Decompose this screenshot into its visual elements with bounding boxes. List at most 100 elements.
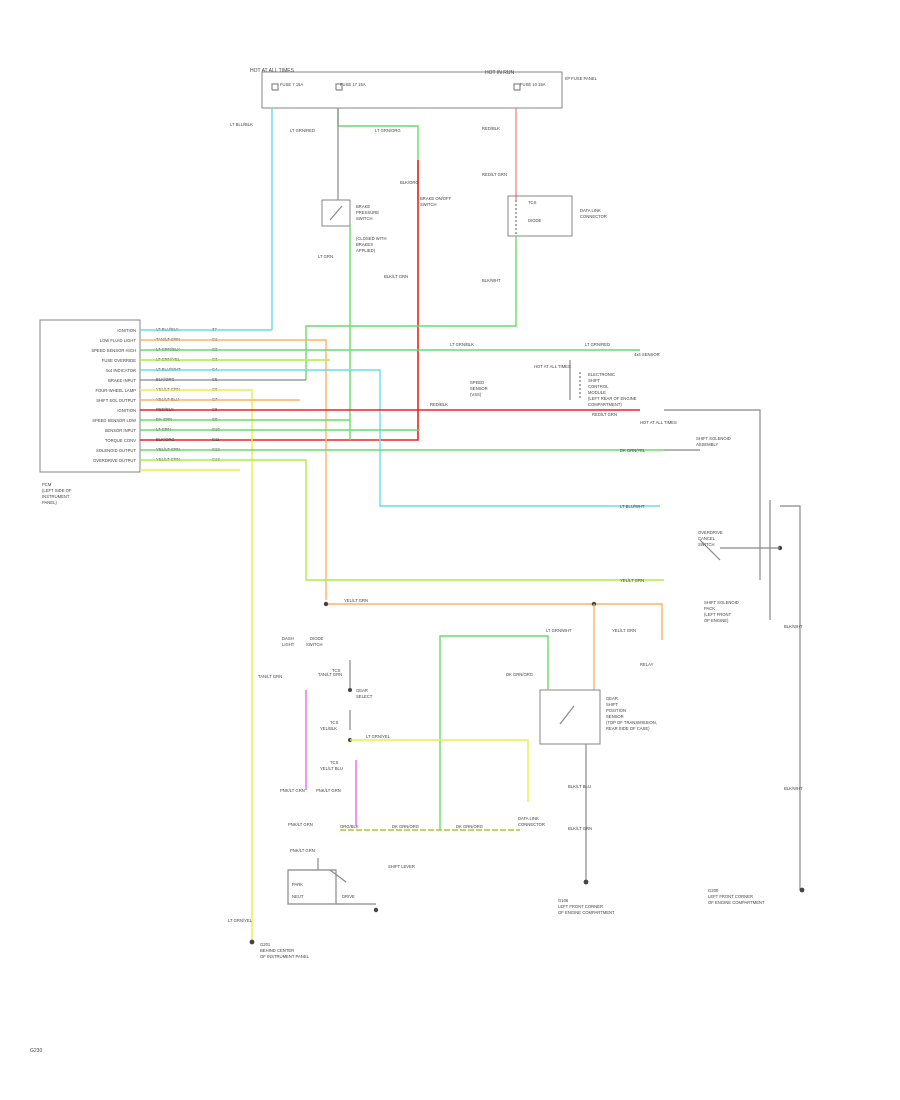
data-link-l1: DATA LINK [580,208,601,213]
sol-pack-l1: SHIFT SOLENOID [704,600,739,605]
pcm-pin-name: IGNITION [117,408,136,413]
brake-on-off-l1: BRAKE ON/OFF [420,196,452,201]
pcm-pin-name: SOLENOID OUTPUT [96,448,136,453]
sol-pack-l4: OF ENGINE) [704,618,729,623]
label-blk-lt-grn: BLK/LT GRN [384,274,408,279]
g106-l1: G106 [558,898,569,903]
esc-l5: (LEFT REAR OF ENGINE [588,396,637,401]
sol-pack-l3: (LEFT FRONT [704,612,732,617]
diode-l2: DIODE [528,218,541,223]
ground-run-right [780,505,801,890]
relay-gray-run [664,409,761,580]
gear-l3: POSITION [606,708,626,713]
label-blk-lt-blu-2: BLK/LT GRN [568,826,592,831]
label-lt-blu-blk: LT BLU/BLK [230,122,253,127]
hot-label-1: HOT AT ALL TIMES [534,364,571,369]
wire-red-trunk [140,160,419,441]
ground-g201-node [249,939,255,945]
pcm-pin-name: SPEED SENSOR HIGH [91,348,136,353]
label-4x4-relay: RELAY [640,662,654,667]
label-lt-grn-org: LT GRN/ORG [375,128,401,133]
diode-box [507,195,573,237]
esc-l4: MODULE [588,390,606,395]
label-dk-grn-org: DK GRN/ORG [506,672,533,677]
label-dk-grn-org-3: DK GRN/ORG [456,824,483,829]
esc-l1: ELECTRONIC [588,372,615,377]
data-link-b-l2: CONNECTOR [518,822,545,827]
pcm-pin-name: IGNITION [117,328,136,333]
label-lt-grn-wht: LT GRN/WHT [546,628,572,633]
label-pnk-lt-grn: PNK/LT GRN [280,788,305,793]
label-yel-lt-grn: YEL/LT GRN [620,578,644,583]
gs-neut: NEUT [292,894,304,899]
label-tcs-2: TCS [330,720,339,725]
label-dk-grn-yel: DK GRN/YEL [620,448,646,453]
od-cancel-l2: CANCEL [698,536,716,541]
shift-lever-l1: SHIFT LEVER [388,864,415,869]
label-yel-blk: YEL/BLK [320,726,337,731]
fuse-panel-title: HOT AT ALL TIMES [250,68,295,74]
label-blk-lt-blu: BLK/LT BLU [568,784,591,789]
shift-sol-l1: SHIFT SOLENOID [696,436,731,441]
pcm-pin-name: FUSE OVERRIDE [102,358,136,363]
fuse-1: FUSE 7 15A [280,82,303,87]
pcm-pin-name: SPEED SENSOR LOW [92,418,136,423]
label-blk-org: BLK/ORG [400,180,419,185]
label-blk-wht-2: BLK/WHT [784,624,803,629]
pcm-pin-name: SENSOR INPUT [105,428,137,433]
sol-pack-l2: PACK [704,606,715,611]
pcm-label-l3: INSTRUMENT [42,494,70,499]
brake-switch-box [321,199,351,227]
od-switch-icon [699,539,721,561]
label-dk-grn-org-2: DK GRN/ORG [392,824,419,829]
gs-park: PARK [292,882,303,887]
dash-l1: DASH [282,636,294,641]
label-lt-grn-red: LT GRN/RED [290,128,315,133]
g201-l1: G201 [260,942,271,947]
pcm-pin-name: 4x4 INDICATOR [105,368,136,373]
gear-sel-l1: GEAR [356,688,368,693]
fuse-panel-box [261,71,563,109]
tcs-diode-l2: SWITCH [306,642,323,647]
brake-pressure-switch: BRAKE PRESSURE SWITCH (CLOSED WITH BRAKE… [321,199,386,253]
pcm-label-l2: (LEFT SIDE OF [42,488,72,493]
pcm-pin-name: BRAKE INPUT [108,378,136,383]
gear-l6: REAR SIDE OF CASE) [606,726,650,731]
label-tan-lt-grn-2: TAN/LT GRN [318,672,342,677]
shift-sol-l2: ASSEMBLY [696,442,718,447]
g200-l1: G200 [708,888,719,893]
label-yel-lt-blu: YEL/LT BLU [320,766,343,771]
pcm-pin-number: C11 [212,437,220,442]
label-lt-grn: LT GRN [318,254,333,259]
run-low-fluid [140,339,327,600]
pcm-pin-name: TORQUE CONV [105,438,136,443]
label-tcs-3: TCS [330,760,339,765]
gear-shift-sensor: GEAR SHIFT POSITION SENSOR (TOP OF TRANS… [539,689,657,745]
label-lt-grn-blk-2: LT GRN/RED [585,342,610,347]
gear-sel-l2: SELECT [356,694,373,699]
label-yel-lt-grn-3: YEL/LT GRN [612,628,636,633]
label-red-blk-2: RED/BLK [430,402,448,407]
wire-tcs-yel [350,739,529,802]
gear-l1: GEAR [606,696,618,701]
gear-select-ground-node [373,907,379,913]
g201-l2: BEHIND CENTER [260,948,294,953]
label-lt-grn-yel-bottom: LT GRN/YEL [228,918,253,923]
tcs-node-1 [348,688,352,692]
label-4x4-sensor: 4x4 SENSOR [634,352,660,357]
gear-select-lever [317,858,347,883]
pcm-pin-wire: BLK/ORG [156,437,175,442]
pcm-label-l4: PANEL) [42,500,57,505]
tcs-diode: TCS DIODE DATA LINK CONNECTOR [507,195,607,237]
pcm-pin-name: FOUR-WHEEL LAMP [95,388,136,393]
label-red-lt-grn-2: RED/LT GRN [592,412,617,417]
label-lt-blu-wht: LT BLU/WHT [620,504,645,509]
fuse-panel: HOT AT ALL TIMES HOT IN RUN I/P FUSE PAN… [250,68,598,109]
brake-switch-icon [329,205,343,221]
wire-diode-out [305,236,517,380]
g200-l3: OF ENGINE COMPARTMENT [708,900,765,905]
g201-l3: OF INSTRUMENT PANEL [260,954,310,959]
label-red-blk: RED/BLK [482,126,500,131]
